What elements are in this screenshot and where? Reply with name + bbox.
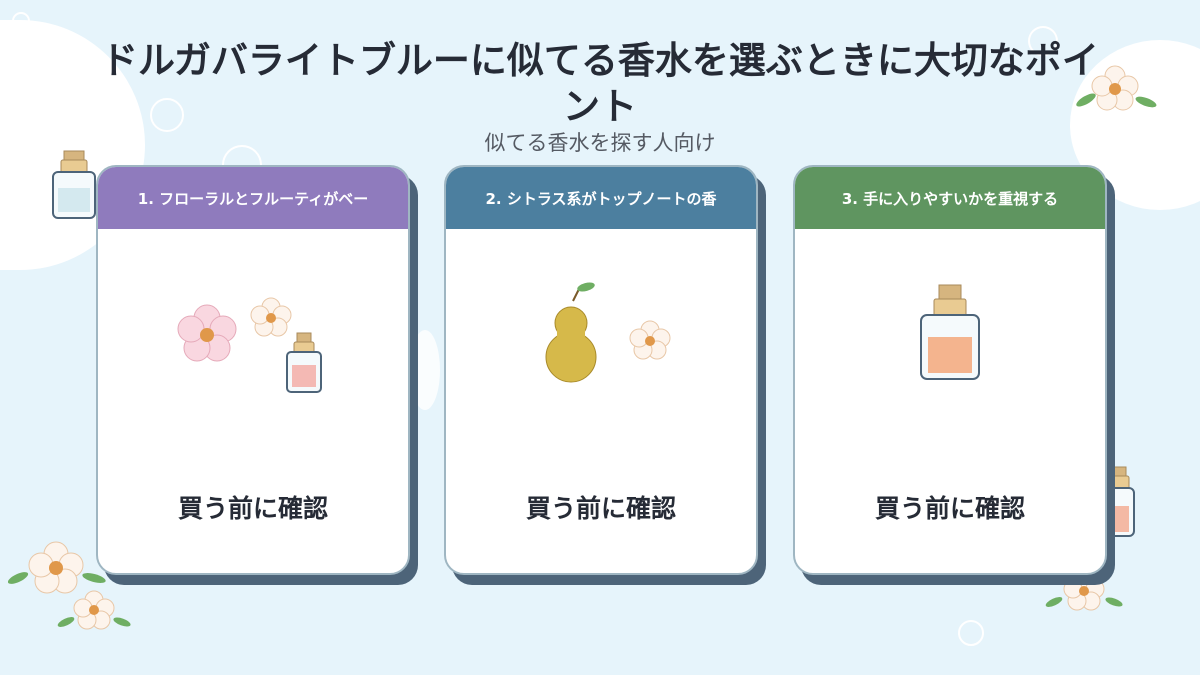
flower-icon	[57, 590, 131, 630]
card-illustration	[177, 297, 322, 393]
bubble-decoration	[958, 620, 984, 646]
pear-icon	[545, 282, 597, 383]
card-body: 3. 手に入りやすいかを重視する 買う前に確認	[793, 165, 1107, 575]
card-illustration	[920, 284, 980, 380]
card-illustration	[545, 282, 671, 383]
page-title: ドルガバライトブルーに似てる香水を選ぶときに大切なポイント	[101, 39, 1099, 128]
card-footer-text: 買う前に確認	[874, 494, 1025, 523]
perfume-bottle-icon	[52, 150, 96, 219]
flower-icon	[250, 297, 292, 337]
flower-icon	[1076, 65, 1157, 111]
card-body: 1. フローラルとフルーティがベー	[96, 165, 410, 575]
card-header: 2. シトラス系がトップノートの香	[446, 167, 756, 229]
perfume-bottle-icon	[920, 284, 980, 380]
page-subtitle: 似てる香水を探す人向け	[484, 131, 716, 155]
bubble-decoration	[12, 12, 30, 30]
card-header-label: 2. シトラス系がトップノートの香	[485, 189, 717, 208]
perfume-bottle-icon	[286, 332, 322, 393]
flower-icon	[8, 541, 106, 594]
card-header: 3. 手に入りやすいかを重視する	[795, 167, 1105, 229]
card-header-label: 1. フローラルとフルーティがベー	[137, 189, 369, 208]
point-card-1: 1. フローラルとフルーティがベー	[96, 165, 418, 585]
card-header: 1. フローラルとフルーティがベー	[98, 167, 408, 229]
point-card-2: 2. シトラス系がトップノートの香 買う前に確認	[444, 165, 766, 585]
card-footer-text: 買う前に確認	[177, 494, 328, 523]
card-footer-text: 買う前に確認	[525, 494, 676, 523]
bubble-decoration	[150, 98, 184, 132]
bubble-decoration	[1028, 26, 1058, 56]
flower-icon	[177, 304, 237, 362]
card-header-label: 3. 手に入りやすいかを重視する	[841, 189, 1059, 208]
flower-icon	[629, 320, 671, 360]
card-body: 2. シトラス系がトップノートの香 買う前に確認	[444, 165, 758, 575]
point-card-3: 3. 手に入りやすいかを重視する 買う前に確認	[793, 165, 1115, 585]
